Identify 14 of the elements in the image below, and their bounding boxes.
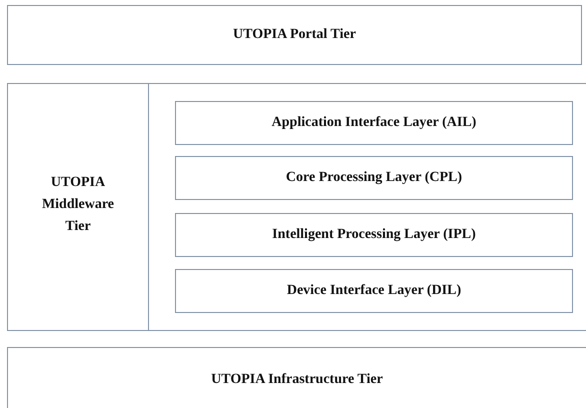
tier-heading: UTOPIA Middleware Tier [40, 174, 116, 236]
tier-label: Intelligent Processing Layer (IPL) [271, 226, 477, 244]
tier-label: Application Interface Layer (AIL) [270, 114, 478, 132]
tier-box [7, 347, 586, 408]
tier-label: Device Interface Layer (DIL) [286, 282, 462, 300]
tier-label: UTOPIA Infrastructure Tier [210, 371, 384, 389]
tier-box [7, 5, 582, 65]
layer-box [175, 269, 573, 313]
tier-box [7, 83, 586, 331]
layer-box [175, 213, 573, 257]
tier-label: UTOPIA Portal Tier [232, 26, 357, 44]
tier-label: Core Processing Layer (CPL) [284, 169, 464, 187]
layer-box [175, 101, 573, 145]
layer-box [175, 156, 573, 200]
